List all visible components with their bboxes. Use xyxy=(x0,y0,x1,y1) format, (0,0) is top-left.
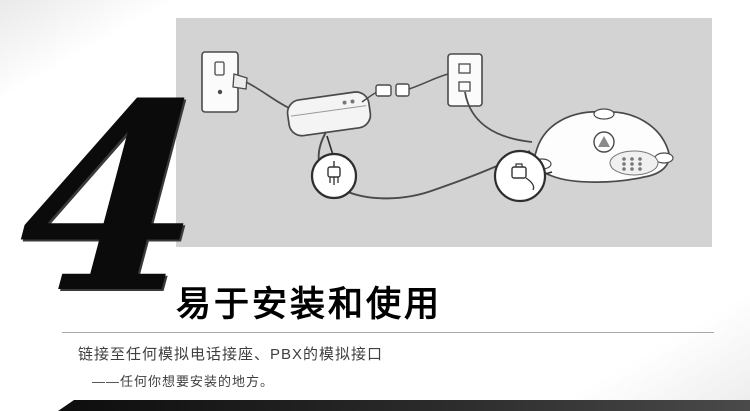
installation-diagram-panel xyxy=(176,18,712,247)
bottom-accent-bar xyxy=(58,400,750,411)
phone-connector-callout-icon xyxy=(493,149,553,203)
feature-heading: 易于安装和使用 xyxy=(176,285,443,324)
power-connector-callout-icon xyxy=(310,135,358,200)
conference-phone-icon xyxy=(532,108,674,183)
phone-wall-jack-icon xyxy=(447,53,533,143)
description-line-2: ——任何你想要安装的地方。 xyxy=(92,374,275,389)
divider-line xyxy=(62,332,714,333)
power-adapter-icon xyxy=(286,91,372,137)
rj11-connector-pair-icon xyxy=(361,73,449,103)
description-line-1: 链接至任何模拟电话接座、PBX的模拟接口 xyxy=(78,346,384,363)
installation-diagram xyxy=(201,51,674,203)
power-plug-icon xyxy=(232,73,290,109)
